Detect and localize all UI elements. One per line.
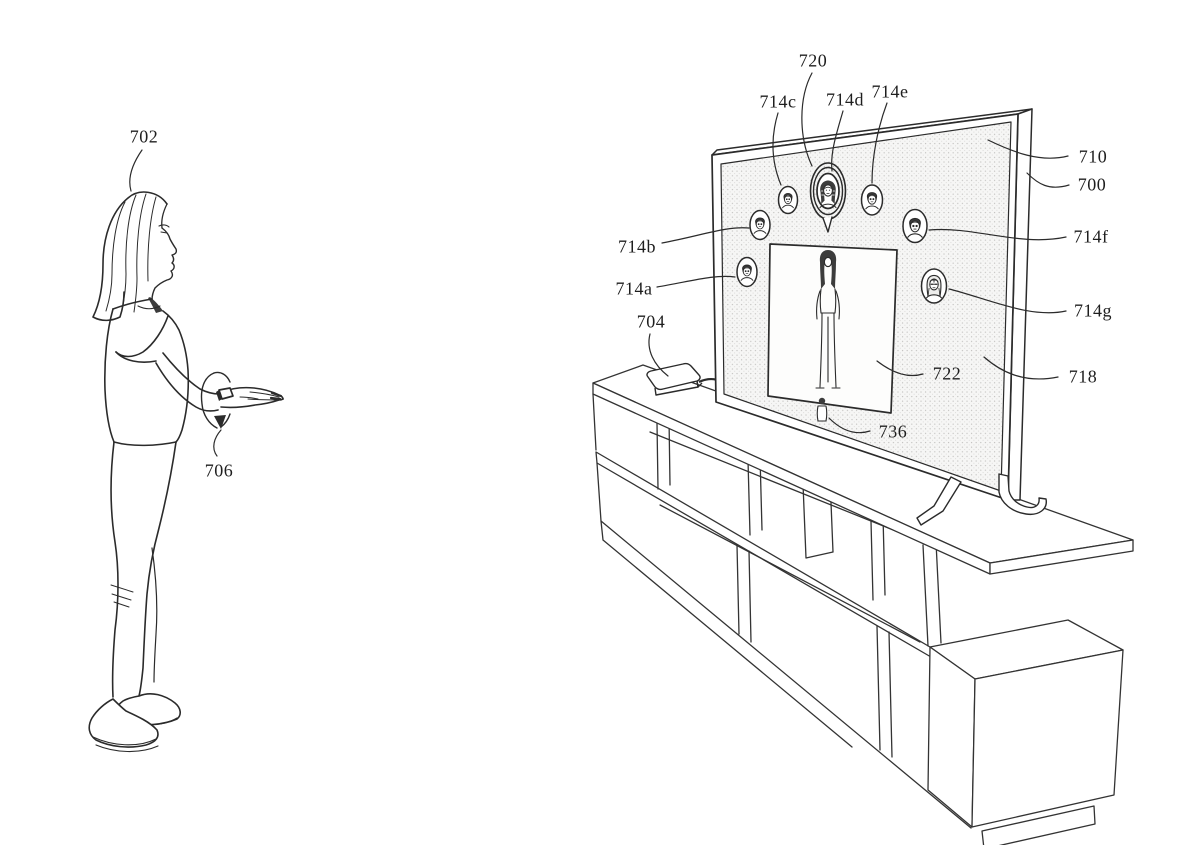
ref-label-710: 710: [1078, 146, 1108, 167]
leader-714e: [871, 102, 888, 184]
avatar-714f: [902, 208, 928, 244]
ref-label-714a: 714a: [615, 278, 653, 299]
ref-label-722: 722: [932, 363, 962, 384]
selected-avatar-714d: [809, 162, 847, 233]
console-right-cabinet: [927, 619, 1124, 845]
leader-710: [987, 139, 1069, 159]
sneakers: [88, 693, 181, 753]
ref-label-714e: 714e: [871, 81, 909, 102]
leader-718: [983, 356, 1059, 380]
ref-label-704: 704: [636, 311, 666, 332]
selection-ring-inner: [812, 166, 844, 216]
hair: [92, 191, 168, 322]
ref-label-714g: 714g: [1074, 300, 1112, 321]
leader-714f: [928, 228, 1067, 241]
avatar-714e: [860, 184, 884, 216]
tv-leg-left: [916, 476, 962, 526]
remote-user-icon-736: [816, 397, 828, 422]
avatar-714g: [920, 268, 948, 304]
shirt-hem: [113, 441, 177, 447]
ref-label-706: 706: [204, 460, 234, 481]
avatar-714a: [736, 256, 758, 288]
screen-content: [736, 162, 948, 422]
smartwatch-icon: [216, 387, 234, 401]
ref-label-714b: 714b: [618, 236, 656, 257]
leader-702: [129, 149, 143, 192]
ref-label-700: 700: [1077, 174, 1107, 195]
leader-714a: [656, 275, 736, 288]
leader-706: [213, 429, 222, 457]
ref-label-714d: 714d: [826, 89, 864, 110]
leader-736: [828, 417, 871, 434]
leader-714b: [661, 227, 750, 244]
ref-label-718: 718: [1068, 366, 1098, 387]
avatar-714c: [777, 185, 799, 215]
ref-label-736: 736: [878, 421, 908, 442]
console-top-slab: [592, 364, 1134, 575]
leader-714c: [772, 112, 782, 186]
ref-label-702: 702: [129, 126, 159, 147]
ref-label-720: 720: [798, 50, 828, 71]
leader-714d: [831, 110, 844, 172]
leader-lines: [129, 72, 1070, 457]
video-window-722: [767, 243, 898, 414]
avatar-714b: [749, 209, 771, 241]
tv-leg-right: [998, 473, 1047, 516]
leader-704: [648, 333, 669, 377]
person-in-window: [815, 250, 841, 389]
leader-714g: [948, 288, 1067, 314]
tv-legs: [916, 473, 1047, 526]
leader-720: [801, 72, 813, 167]
ref-label-714f: 714f: [1073, 226, 1109, 247]
selection-ring-tail: [822, 216, 833, 233]
leader-722: [876, 360, 924, 377]
media-console: [592, 364, 1134, 845]
hand: [221, 386, 284, 400]
rotation-arrow-icon: [200, 371, 231, 429]
face-profile: [151, 227, 178, 301]
person-figure: [88, 191, 284, 753]
ref-label-714c: 714c: [759, 91, 797, 112]
leader-700: [1026, 172, 1070, 188]
